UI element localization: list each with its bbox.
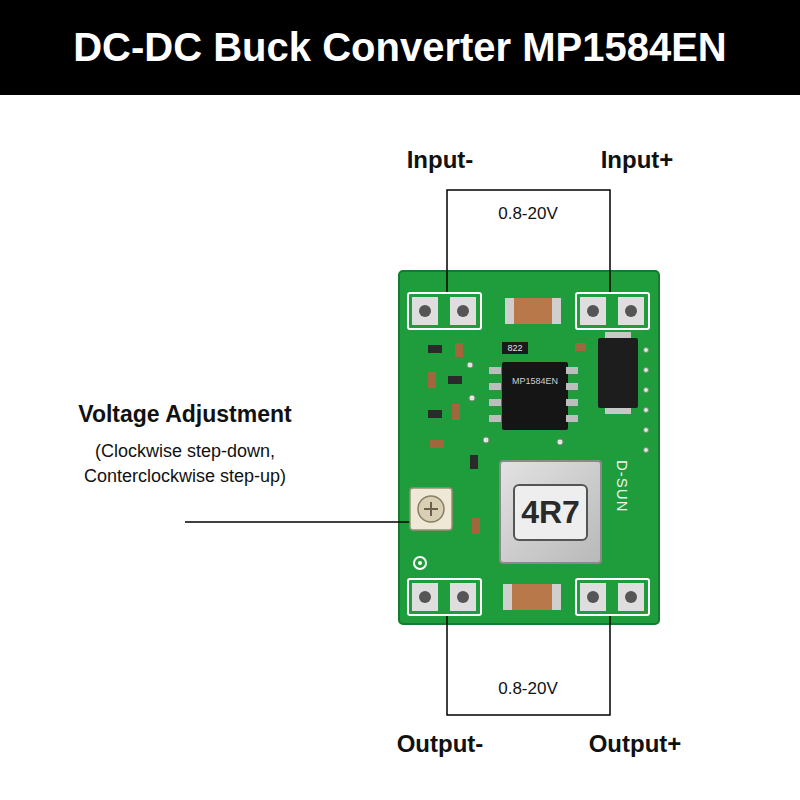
pcb-board: D-SUN 822MP1584EN 4R7 xyxy=(398,270,660,625)
smd-resistor-text: 822 xyxy=(507,343,522,353)
chip-pin xyxy=(566,367,578,374)
smd-capacitor xyxy=(428,372,436,388)
chip-pin xyxy=(489,383,501,390)
smd-capacitor xyxy=(575,343,586,351)
chip-pin xyxy=(489,415,501,422)
pcb-board-text: D-SUN xyxy=(614,460,631,513)
smd-capacitor xyxy=(455,343,463,357)
pad-hole xyxy=(419,591,431,603)
inductor: 4R7 xyxy=(499,460,602,564)
smd-resistor xyxy=(428,410,442,418)
diode-tab xyxy=(605,406,631,414)
smd-resistor xyxy=(428,345,442,353)
chip-pin xyxy=(566,415,578,422)
pad-outline xyxy=(408,579,481,615)
via xyxy=(644,408,649,413)
pad-hole xyxy=(625,305,637,317)
voltage-range: 0.8-20V xyxy=(458,204,598,224)
voltage-bracket xyxy=(447,190,610,715)
smd-resistor xyxy=(448,376,462,384)
via xyxy=(644,448,649,453)
smd-capacitor xyxy=(452,404,460,420)
board-marker xyxy=(414,557,426,569)
pad-outline xyxy=(408,293,481,329)
chip-pin xyxy=(566,383,578,390)
pad-outline xyxy=(576,293,649,329)
smd-capacitor xyxy=(472,518,480,534)
pad-hole xyxy=(419,305,431,317)
pot-slot xyxy=(430,502,432,516)
solder-pad xyxy=(580,297,606,325)
output-capacitor xyxy=(503,584,561,610)
note: (Clockwise step-down, Conterclockwise st… xyxy=(40,439,330,489)
via xyxy=(467,362,473,368)
pad-hole xyxy=(457,305,469,317)
pin-label: Input+ xyxy=(577,146,697,174)
chip-pin xyxy=(489,367,501,374)
chip-pin xyxy=(566,399,578,406)
pad-outline xyxy=(576,579,649,615)
ic-chip-text: MP1584EN xyxy=(512,376,558,386)
ic-chip: MP1584EN xyxy=(502,362,568,430)
via xyxy=(644,428,649,433)
capacitor-body xyxy=(505,298,561,324)
chip-pins xyxy=(489,367,578,422)
board-marker-dot xyxy=(418,561,422,565)
pad-hole xyxy=(587,305,599,317)
capacitor-body xyxy=(503,584,561,610)
solder-pad xyxy=(450,297,476,325)
title-band xyxy=(0,0,800,95)
trim-potentiometer xyxy=(410,488,452,530)
via xyxy=(469,395,475,401)
smd-components xyxy=(428,343,586,534)
smd-resistor: 822 xyxy=(502,342,528,354)
via xyxy=(644,348,649,353)
diode-tab xyxy=(605,332,631,340)
solder-pad xyxy=(618,297,644,325)
via xyxy=(557,439,563,445)
smd-capacitor xyxy=(430,440,444,448)
solder-pad xyxy=(580,583,606,611)
pot-knob xyxy=(418,496,444,522)
inductor-text: 4R7 xyxy=(513,484,588,541)
capacitor-end xyxy=(552,584,561,610)
pot-slot xyxy=(424,508,438,510)
chip-pin xyxy=(489,399,501,406)
input-capacitor xyxy=(505,298,561,324)
solder-pad xyxy=(412,297,438,325)
pot-body xyxy=(410,488,452,530)
pin-label: Output+ xyxy=(575,730,695,758)
vias xyxy=(467,348,649,453)
diode-body xyxy=(598,338,638,408)
capacitor-end xyxy=(503,584,512,610)
pad-hole xyxy=(457,591,469,603)
pad-hole xyxy=(625,591,637,603)
pin-label: Input- xyxy=(380,146,500,174)
capacitor-end xyxy=(505,298,514,324)
solder-pad xyxy=(412,583,438,611)
via xyxy=(483,437,489,443)
voltage-range: 0.8-20V xyxy=(458,679,598,699)
smd-resistor xyxy=(470,455,478,469)
title: DC-DC Buck Converter MP1584EN xyxy=(0,0,800,95)
solder-pad xyxy=(618,583,644,611)
pad-hole xyxy=(587,591,599,603)
input-bracket xyxy=(447,190,610,292)
via xyxy=(644,368,649,373)
schottky-diode xyxy=(598,332,638,414)
part-name: Voltage Adjustment xyxy=(35,401,335,428)
solder-pads xyxy=(412,297,644,611)
leader-line xyxy=(185,521,418,523)
output-bracket xyxy=(447,616,610,715)
capacitor-end xyxy=(552,298,561,324)
pad-outlines xyxy=(408,293,649,615)
via xyxy=(644,388,649,393)
solder-pad xyxy=(450,583,476,611)
pin-label: Output- xyxy=(380,730,500,758)
